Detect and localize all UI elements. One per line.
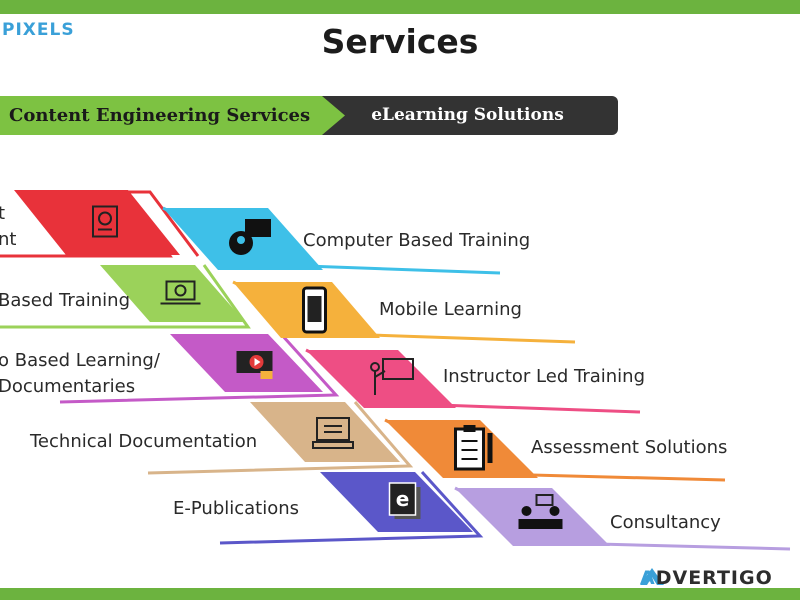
brand-logo: PIXELS bbox=[2, 20, 75, 40]
left-service-label-1: t nt bbox=[0, 203, 17, 250]
computer-document-icon bbox=[312, 417, 354, 449]
tab-bar: Content Engineering Services eLearning S… bbox=[0, 96, 618, 135]
right-service-1 bbox=[162, 206, 501, 275]
consultancy-meeting-icon bbox=[518, 494, 563, 529]
left-service-1-tile bbox=[14, 190, 180, 255]
mobile-phone-icon bbox=[302, 286, 327, 334]
tab-content-engineering-label: Content Engineering Services bbox=[9, 105, 311, 126]
video-player-icon bbox=[236, 351, 273, 379]
right-service-4 bbox=[384, 418, 726, 482]
right-service-2 bbox=[232, 280, 576, 344]
right-service-3-tile bbox=[306, 350, 456, 408]
ebook-icon: e bbox=[388, 482, 421, 519]
right-service-5-tile bbox=[455, 488, 610, 546]
instructor-board-icon bbox=[370, 358, 414, 395]
right-service-label-4: Assessment Solutions bbox=[531, 437, 728, 458]
left-service-label-5: E-Publications bbox=[173, 498, 300, 519]
left-service-2-tile bbox=[100, 265, 245, 322]
top-green-bar bbox=[0, 0, 800, 14]
clipboard-checklist-icon bbox=[454, 425, 493, 471]
certificate-icon bbox=[92, 205, 118, 238]
left-service-label-4: Technical Documentation bbox=[30, 431, 258, 452]
right-service-label-1: Computer Based Training bbox=[303, 230, 531, 251]
laptop-gear-icon bbox=[160, 280, 201, 305]
left-service-label-3: o Based Learning/ Documentaries bbox=[0, 350, 160, 397]
left-service-5: e bbox=[219, 470, 484, 545]
tab-elearning-label: eLearning Solutions bbox=[371, 105, 564, 125]
page-title: Services bbox=[321, 22, 479, 61]
left-service-1 bbox=[0, 190, 200, 258]
watermark-logo-icon bbox=[640, 568, 664, 585]
left-service-5-underline bbox=[219, 470, 484, 545]
left-service-3 bbox=[59, 332, 340, 404]
watermark-text: DVERTIGO bbox=[655, 567, 773, 589]
left-service-4 bbox=[147, 401, 414, 475]
left-service-2 bbox=[0, 264, 251, 329]
left-service-4-underline bbox=[147, 401, 414, 475]
right-service-5 bbox=[454, 486, 791, 551]
right-service-label-5: Consultancy bbox=[610, 512, 721, 533]
bottom-green-bar bbox=[0, 588, 800, 600]
left-service-3-underline bbox=[59, 332, 340, 404]
tab-content-engineering-services[interactable] bbox=[0, 96, 345, 135]
right-service-3 bbox=[305, 348, 641, 414]
watermark-mark: A bbox=[640, 567, 656, 589]
right-service-label-2: Mobile Learning bbox=[379, 299, 522, 320]
computer-user-icon bbox=[229, 219, 271, 255]
svg-text:e: e bbox=[396, 487, 410, 511]
left-service-2-underline bbox=[0, 264, 251, 329]
right-service-label-3: Instructor Led Training bbox=[443, 366, 646, 387]
watermark: ADVERTIGO bbox=[640, 567, 773, 589]
left-service-label-2: Based Training bbox=[0, 290, 131, 311]
